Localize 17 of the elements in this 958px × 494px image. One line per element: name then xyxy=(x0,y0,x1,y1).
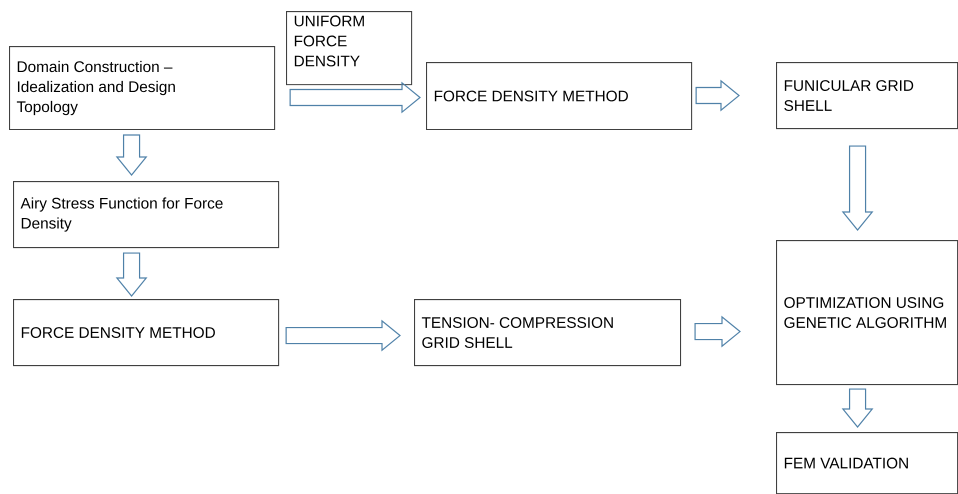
block-arrow xyxy=(842,145,874,231)
block-arrow xyxy=(842,388,874,428)
process-box: Domain Construction – Idealization and Design Topology xyxy=(9,46,276,130)
block-arrow xyxy=(696,80,740,112)
block-arrow xyxy=(694,316,741,348)
process-box: FUNICULAR GRID SHELL xyxy=(776,62,958,130)
process-box: Airy Stress Function for Force Density xyxy=(13,181,280,248)
process-box: FORCE DENSITY METHOD xyxy=(13,299,280,366)
process-box: FORCE DENSITY METHOD xyxy=(426,62,692,130)
block-arrow xyxy=(290,82,421,114)
process-box: TENSION- COMPRESSION GRID SHELL xyxy=(414,299,682,366)
process-box: OPTIMIZATION USING GENETIC ALGORITHM xyxy=(776,240,958,386)
block-arrow xyxy=(116,134,148,176)
process-box: UNIFORM FORCE DENSITY xyxy=(286,11,412,86)
block-arrow xyxy=(116,252,148,297)
block-arrow xyxy=(286,320,401,352)
process-box: FEM VALIDATION xyxy=(776,432,958,494)
